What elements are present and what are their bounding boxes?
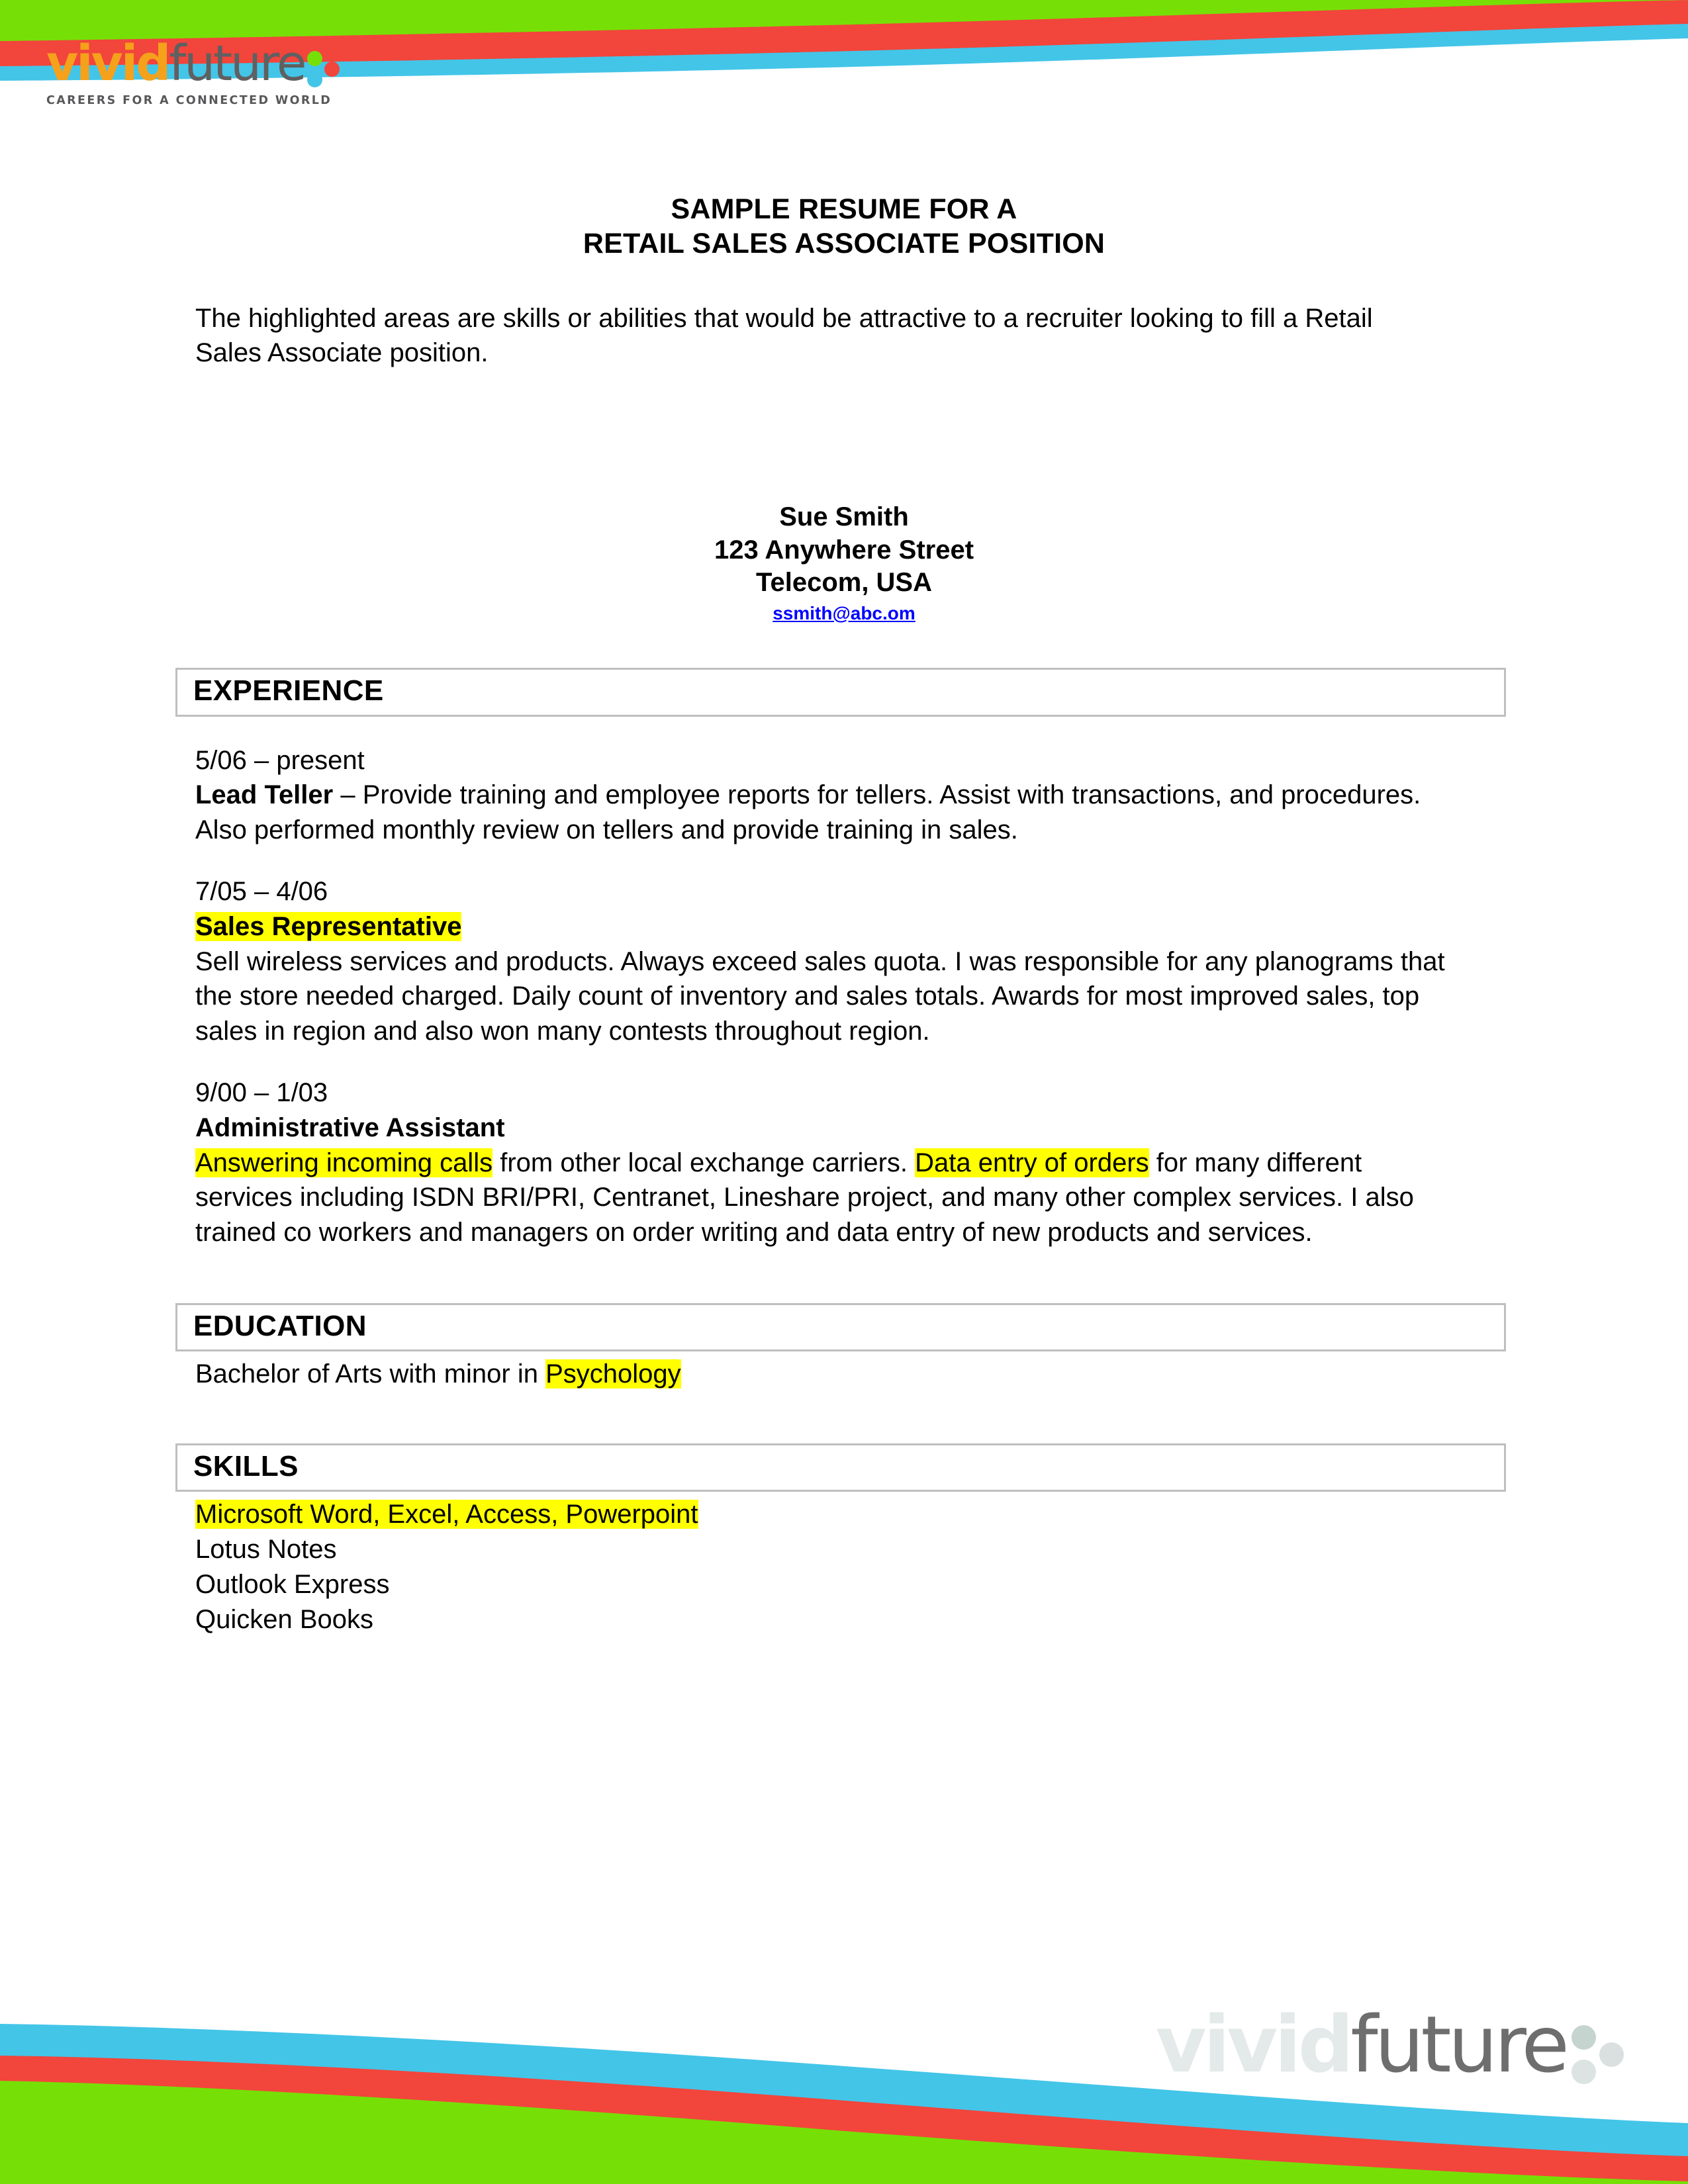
experience-date-3: 9/00 – 1/03 [195,1077,328,1107]
experience-entry-2: 7/05 – 4/06 Sales Representative Sell wi… [195,874,1453,1049]
contact-email-link[interactable]: ssmith@abc.om [773,602,915,623]
brand-wordmark-future: future [169,35,306,92]
brand-dot-green-footer-icon [1571,2025,1596,2050]
header-decorative-bands [0,0,1688,172]
brand-dots-icon [307,46,342,89]
experience-description-1: Provide training and employee reports fo… [195,780,1421,845]
brand-dots-footer-icon [1571,2017,1627,2086]
section-header-education: EDUCATION [175,1302,1506,1352]
brand-wordmark-footer: vividfuture [1156,2005,1627,2086]
education-prefix: Bachelor of Arts with minor in [195,1359,546,1389]
brand-logo-header: vividfuture CAREERS FOR A CONNECTED WORL… [46,39,342,107]
experience-entry-3: 9/00 – 1/03 Administrative Assistant Ans… [195,1075,1453,1250]
experience-highlight-3a: Answering incoming calls [195,1148,493,1177]
experience-highlight-3c: Data entry of orders [915,1148,1149,1177]
footer-decorative-bands [0,2024,1688,2184]
contact-name: Sue Smith [779,502,909,531]
page-title-line-1: SAMPLE RESUME FOR A [671,193,1017,225]
experience-description-2: Sell wireless services and products. Alw… [195,946,1445,1046]
experience-description-3: Answering incoming calls from other loca… [195,1148,1414,1248]
page-title-line-2: RETAIL SALES ASSOCIATE POSITION [583,228,1105,260]
education-highlight: Psychology [545,1359,681,1389]
skills-item: Microsoft Word, Excel, Access, Powerpoin… [195,1497,1453,1532]
document-page: SAMPLE RESUME FOR A RETAIL SALES ASSOCIA… [0,0,1688,1637]
footer-band-green [0,2081,1688,2184]
page-title: SAMPLE RESUME FOR A RETAIL SALES ASSOCIA… [0,0,1688,261]
brand-dot-red-footer-icon [1599,2042,1624,2067]
brand-logo-footer: vividfuture [1156,2005,1627,2086]
experience-title-3: Administrative Assistant [195,1113,505,1142]
section-header-experience: EXPERIENCE [175,668,1506,717]
intro-paragraph: The highlighted areas are skills or abil… [195,303,1373,367]
experience-date-1: 5/06 – present [195,745,365,775]
skills-item: Outlook Express [195,1569,390,1599]
experience-title-1: Lead Teller [195,780,334,810]
brand-dot-red-icon [324,62,340,77]
contact-city: Telecom, USA [756,568,932,598]
education-content: Bachelor of Arts with minor in Psycholog… [195,1357,1453,1392]
brand-tagline: CAREERS FOR A CONNECTED WORLD [46,94,332,107]
experience-entry-1: 5/06 – present Lead Teller – Provide tra… [195,743,1453,848]
section-title-education: EDUCATION [193,1309,367,1342]
brand-wordmark-footer-future: future [1350,1999,1570,2090]
section-header-skills: SKILLS [175,1443,1506,1492]
brand-wordmark-vivid: vivid [46,35,171,92]
skills-item: Lotus Notes [195,1534,337,1564]
contact-street: 123 Anywhere Street [714,535,974,565]
skills-content: Microsoft Word, Excel, Access, Powerpoin… [195,1497,1453,1637]
experience-date-2: 7/05 – 4/06 [195,876,328,906]
brand-dot-green-icon [307,51,323,66]
brand-dot-blue-footer-icon [1571,2060,1596,2084]
skills-item: Quicken Books [195,1604,374,1634]
experience-text-3b: from other local exchange carriers. [492,1148,915,1177]
experience-content: 5/06 – present Lead Teller – Provide tra… [195,743,1453,1250]
brand-wordmark: vividfuture [46,39,342,89]
skills-item-highlight: Microsoft Word, Excel, Access, Powerpoin… [195,1500,698,1529]
experience-body-1: Lead Teller – Provide training and emplo… [195,780,1421,844]
section-title-experience: EXPERIENCE [193,674,384,707]
brand-dot-blue-icon [307,72,323,87]
header-band-white [0,38,1688,172]
experience-text-3d: for many different services including IS… [195,1148,1414,1248]
contact-block: Sue Smith 123 Anywhere Street Telecom, U… [0,501,1688,625]
experience-title-2: Sales Representative [195,911,462,941]
experience-separator-1: – [333,780,363,810]
brand-wordmark-footer-vivid: vivid [1155,1999,1354,2090]
section-title-skills: SKILLS [193,1449,299,1482]
